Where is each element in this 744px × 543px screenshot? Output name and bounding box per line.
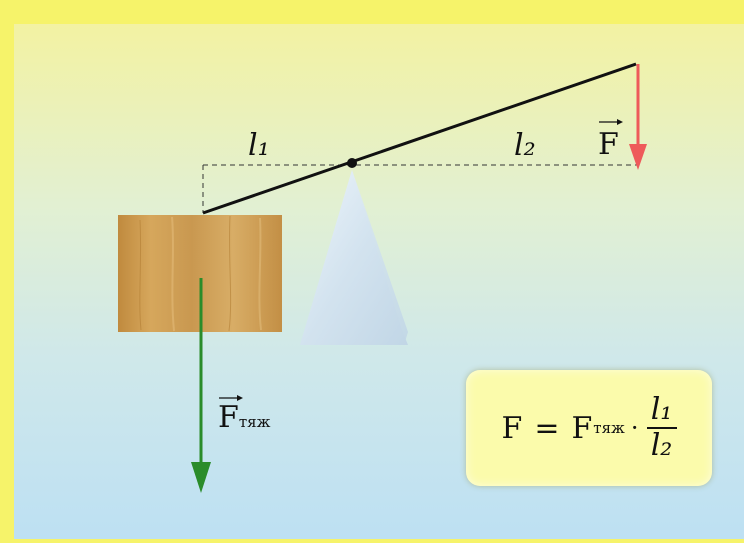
label-applied-force: F bbox=[598, 127, 619, 162]
label-l1: l₁ bbox=[248, 128, 270, 163]
gravity-force-arrow bbox=[191, 278, 211, 493]
force-vector-accent bbox=[599, 119, 623, 125]
gravity-vector-accent bbox=[219, 395, 243, 401]
formula-rhs-main: F bbox=[571, 410, 593, 446]
label-l2: l₂ bbox=[514, 128, 536, 163]
gravity-force-main: F bbox=[218, 400, 239, 435]
formula-fraction: l₁ l₂ bbox=[646, 392, 677, 463]
formula-lhs: F bbox=[501, 410, 523, 446]
formula-denominator: l₂ bbox=[650, 428, 673, 463]
pivot-point bbox=[347, 158, 357, 168]
lever-beam bbox=[202, 62, 637, 215]
fraction-bar bbox=[646, 427, 677, 429]
label-gravity-force: Fтяж bbox=[218, 400, 270, 435]
gravity-force-sub: тяж bbox=[238, 413, 271, 431]
applied-force-arrow bbox=[629, 64, 647, 170]
formula-numerator: l₁ bbox=[650, 392, 673, 427]
formula-dot: · bbox=[630, 414, 639, 442]
formula-rhs-sub: тяж bbox=[593, 419, 625, 437]
formula-equals: = bbox=[534, 410, 560, 446]
